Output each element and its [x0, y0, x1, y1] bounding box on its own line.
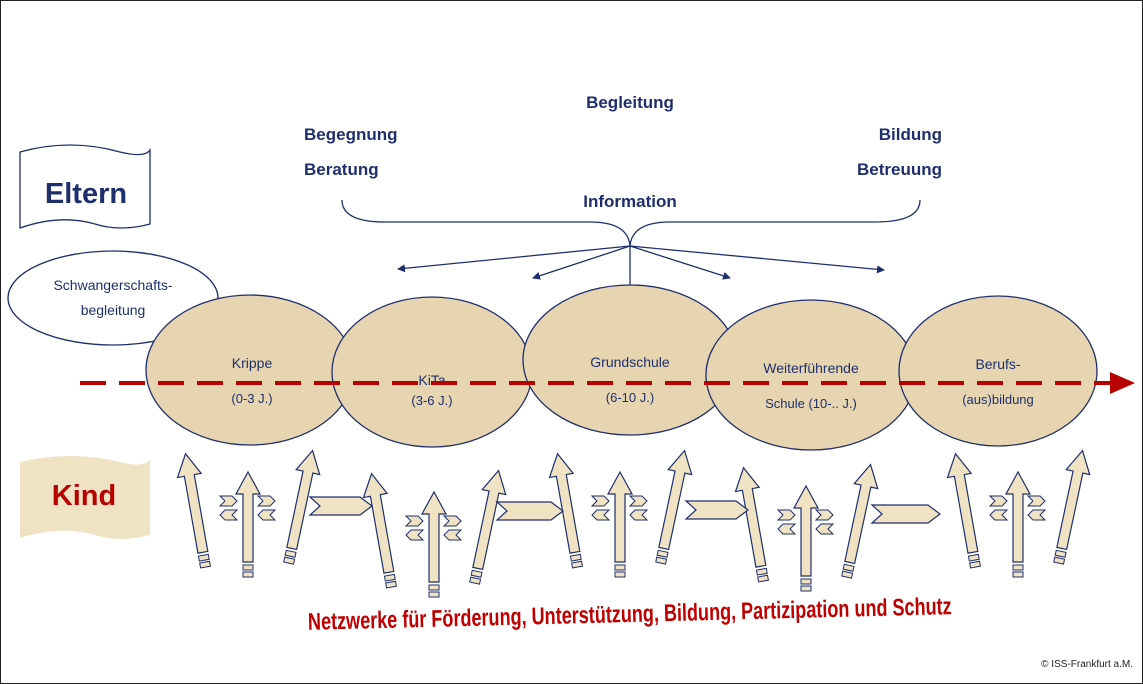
- support-arrow-left: [734, 466, 769, 583]
- timeline-arrowhead: [1110, 372, 1135, 394]
- info-arrow-krippe: [397, 245, 631, 273]
- support-arrow-center: [420, 490, 448, 598]
- small-chevron-icon: [777, 523, 797, 535]
- small-chevron-icon: [218, 495, 238, 507]
- small-chevron-icon: [815, 523, 835, 535]
- service-label-center: Information: [583, 192, 677, 211]
- life-timeline: [80, 372, 1135, 394]
- small-chevron-icon: [1027, 509, 1047, 521]
- pregnancy-label-line2: begleitung: [81, 302, 146, 318]
- support-arrow-right: [283, 449, 321, 565]
- small-chevron-icon: [442, 515, 462, 527]
- network-caption: Netzwerke für Förderung, Unterstützung, …: [308, 593, 952, 636]
- service-label-right-1: Bildung: [879, 125, 942, 144]
- small-chevron-icon: [404, 515, 424, 527]
- transition-chevron-icon: [495, 501, 564, 521]
- child-banner: Kind: [20, 456, 150, 539]
- network-caption-group: Netzwerke für Förderung, Unterstützung, …: [308, 593, 952, 636]
- service-label-top: Begleitung: [586, 93, 674, 112]
- parents-label: Eltern: [45, 178, 127, 210]
- small-chevron-icon: [776, 509, 796, 521]
- pregnancy-label-line1: Schwangerschafts-: [53, 277, 172, 293]
- stage-label: Krippe: [232, 355, 273, 371]
- small-chevron-icon: [814, 509, 834, 521]
- stage-label: KiTa: [418, 372, 445, 388]
- stage-kita: KiTa (3-6 J.): [331, 296, 533, 448]
- support-arrow-right: [655, 449, 693, 565]
- stage-krippe: Krippe (0-3 J.): [145, 294, 355, 446]
- stage-label: Berufs-: [975, 356, 1020, 372]
- info-arrow-beruf: [629, 245, 885, 274]
- small-chevron-icon: [257, 509, 277, 521]
- transition-chevron-icon: [308, 496, 373, 516]
- support-arrow-left: [946, 452, 981, 569]
- stage-label: Weiterführende: [763, 360, 859, 376]
- stage-age: (0-3 J.): [231, 391, 272, 406]
- support-arrow-right: [1053, 449, 1091, 565]
- support-arrow-right: [469, 469, 507, 585]
- support-arrow-left: [176, 452, 211, 569]
- stage-age: Schule (10-.. J.): [765, 396, 857, 411]
- service-label-left-1: Begegnung: [304, 125, 398, 144]
- parents-banner: Eltern: [19, 144, 151, 229]
- small-chevron-icon: [590, 495, 610, 507]
- stage-age: (6-10 J.): [606, 390, 654, 405]
- info-arrow-kita: [532, 245, 631, 280]
- small-chevron-icon: [256, 495, 276, 507]
- service-label-left-2: Beratung: [304, 160, 379, 179]
- stage-beruf: Berufs- (aus)bildung: [898, 295, 1098, 447]
- support-arrow-right: [841, 463, 879, 579]
- support-arrow-center: [792, 484, 820, 592]
- transition-chevron-icon: [870, 504, 941, 524]
- small-chevron-icon: [628, 495, 648, 507]
- small-chevron-icon: [591, 509, 611, 521]
- support-arrow-center: [234, 470, 262, 578]
- support-arrow-center: [1004, 470, 1032, 578]
- support-arrow-center: [606, 470, 634, 578]
- stage-label: Grundschule: [590, 354, 670, 370]
- small-chevron-icon: [443, 529, 463, 541]
- child-label: Kind: [52, 480, 116, 512]
- stage-weiterfuehrende: Weiterführende Schule (10-.. J.): [705, 299, 917, 451]
- small-chevron-icon: [219, 509, 239, 521]
- pregnancy-bubble: Schwangerschafts- begleitung: [7, 250, 219, 346]
- support-arrow-left: [548, 452, 583, 569]
- info-arrow-weiterfuehrende: [629, 245, 731, 280]
- transition-chevron-icon: [684, 500, 749, 520]
- small-chevron-icon: [629, 509, 649, 521]
- small-chevron-icon: [1026, 495, 1046, 507]
- small-chevron-icon: [405, 529, 425, 541]
- copyright-label: © ISS-Frankfurt a.M.: [1041, 659, 1133, 670]
- service-label-right-2: Betreuung: [857, 160, 942, 179]
- support-arrow-left: [362, 472, 397, 589]
- small-chevron-icon: [989, 509, 1009, 521]
- small-chevron-icon: [988, 495, 1008, 507]
- support-arrow-clusters: [176, 449, 1091, 598]
- stage-grundschule: Grundschule (6-10 J.): [522, 284, 738, 436]
- stage-age: (3-6 J.): [411, 393, 452, 408]
- stage-age: (aus)bildung: [962, 392, 1034, 407]
